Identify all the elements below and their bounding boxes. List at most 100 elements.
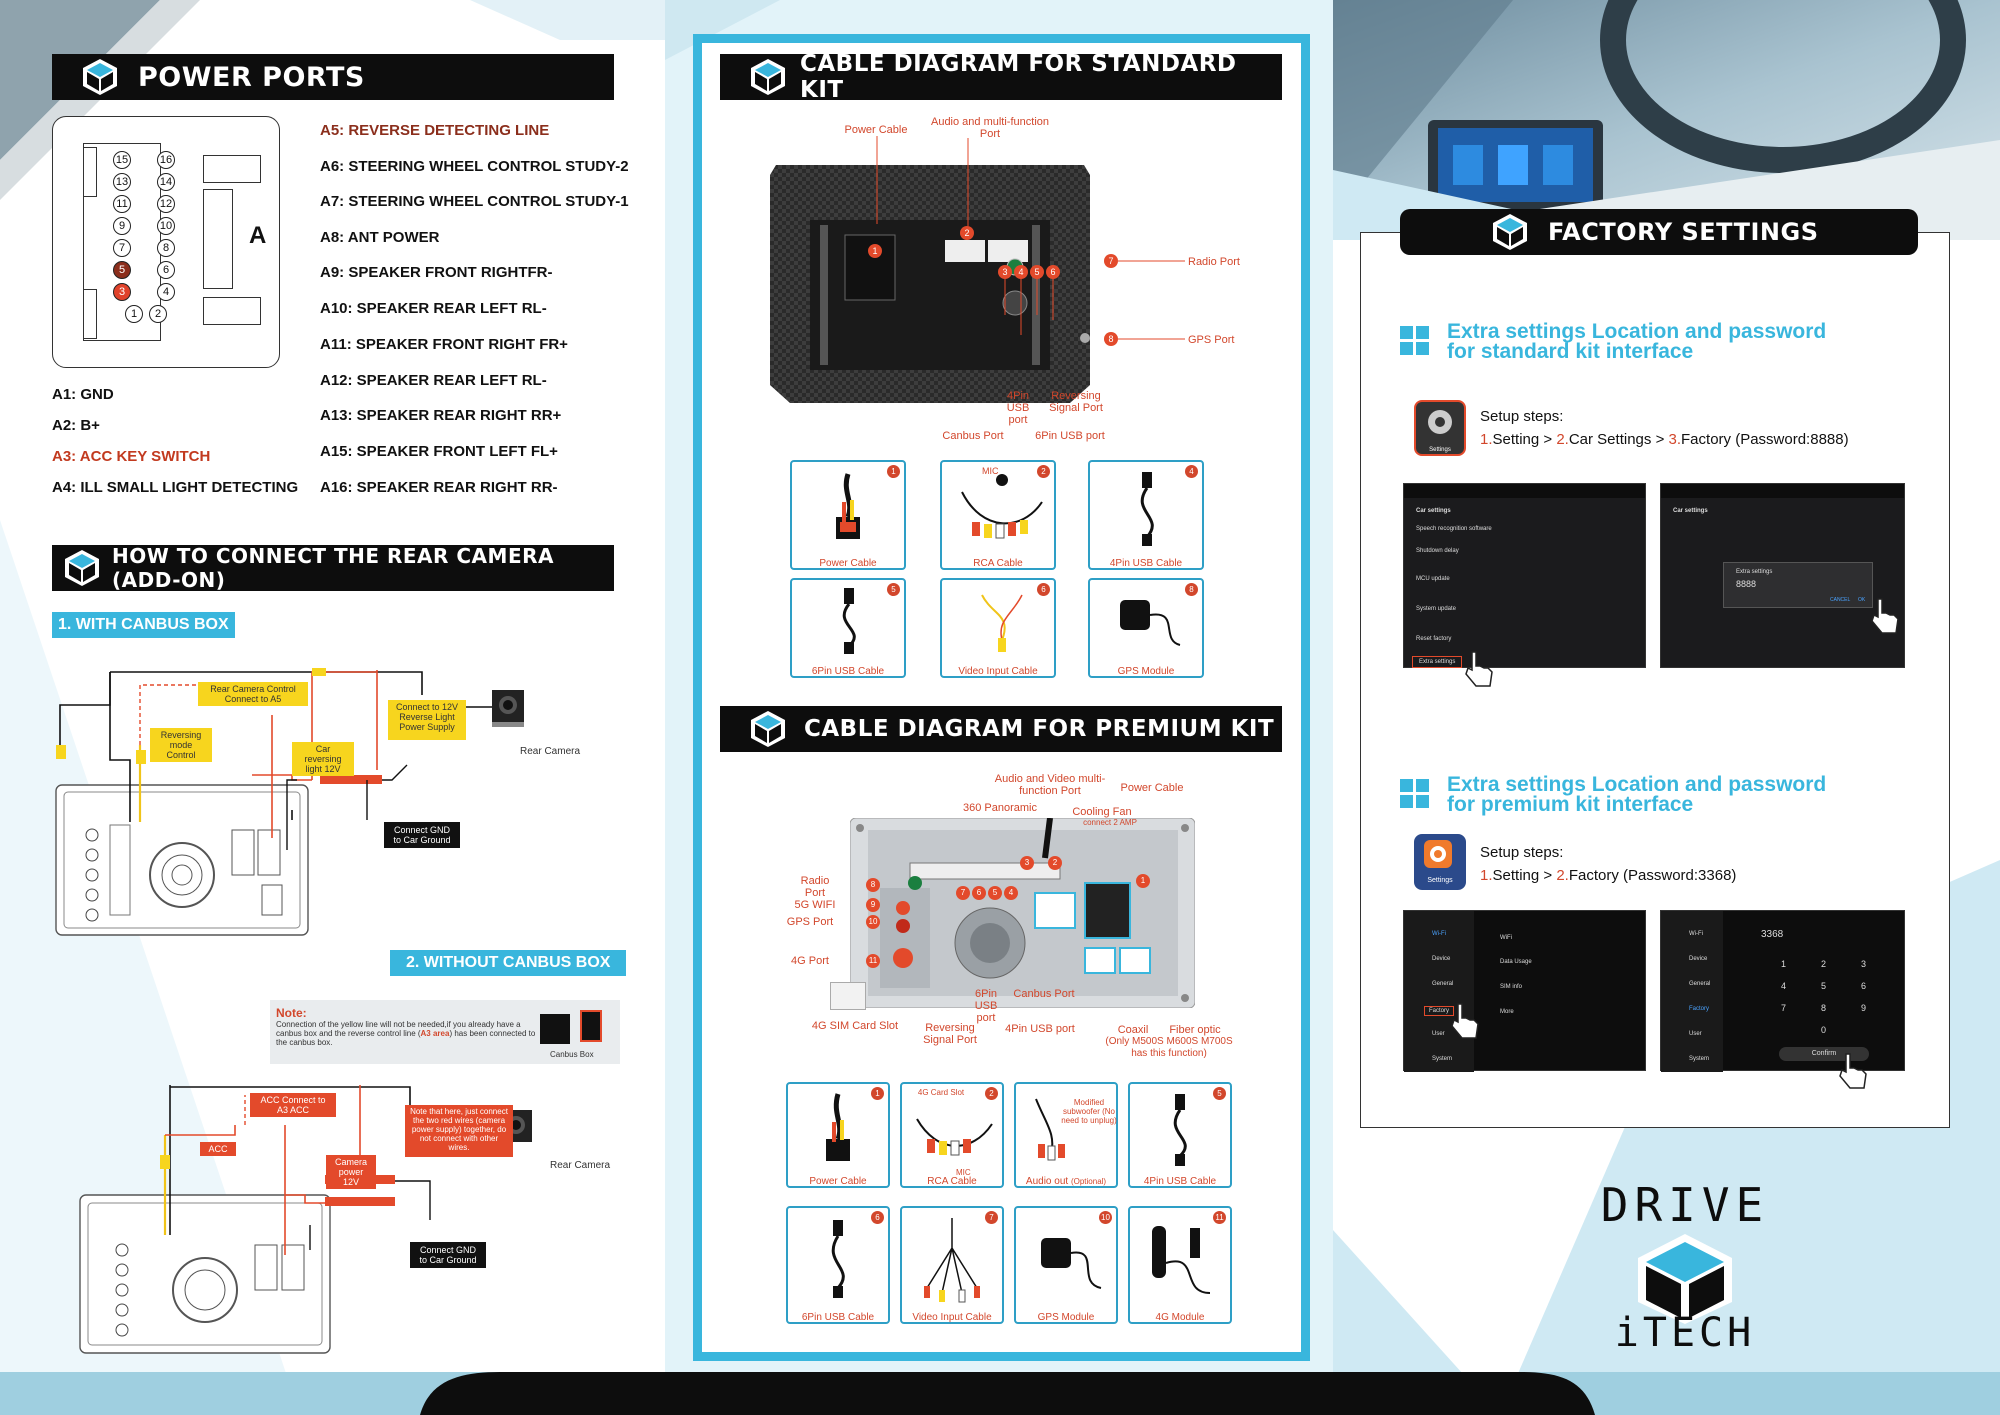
prem-marker-3: 3 (1020, 856, 1034, 870)
pin-a10: A10: SPEAKER REAR LEFT RL- (320, 300, 547, 317)
standard-kit-title: CABLE DIAGRAM FOR STANDARD KIT (800, 51, 1237, 103)
pin-a11: A11: SPEAKER FRONT RIGHT FR+ (320, 336, 568, 353)
d2-acc-note: ACC (200, 1142, 236, 1156)
d1-rc-control-note: Rear Camera Control Connect to A5 (198, 682, 308, 706)
power-cable-icon (826, 1093, 850, 1161)
pin-1: 1 (125, 305, 143, 323)
pin-a5: A5: REVERSE DETECTING LINE (320, 122, 550, 139)
prem-usb6-label: 6Pin USB port (974, 988, 998, 1024)
prem-coaxial-label: Coaxil (1117, 1024, 1149, 1036)
usb6-cable-icon (831, 1220, 845, 1298)
connector-label: A (249, 222, 267, 249)
std-power-cable-label: Power Cable (844, 124, 908, 136)
d1-connect-gnd-note: Connect GND to Car Ground (384, 822, 460, 848)
pin-a8: A8: ANT POWER (320, 229, 440, 246)
std-marker-5: 5 (1030, 265, 1044, 279)
pin-a2: A2: B+ (52, 417, 100, 434)
pin-a12: A12: SPEAKER REAR LEFT RL- (320, 372, 547, 389)
gear-icon (1424, 840, 1452, 868)
sim-slot-icon (830, 982, 866, 1010)
cube-logo-icon (1493, 214, 1527, 250)
d2-camera-power-note: Camera power 12V (326, 1155, 376, 1189)
std-marker-1: 1 (868, 244, 882, 258)
power-cable-icon (836, 473, 860, 539)
audio-out-cable-icon (1035, 1098, 1065, 1161)
prem-marker-5: 5 (988, 886, 1002, 900)
d2-connect-gnd-note: Connect GND to Car Ground (410, 1242, 486, 1268)
prem-usb4-label: 4Pin USB port (1005, 1023, 1075, 1035)
hand-pointer-icon (1451, 1003, 1479, 1039)
prem-audio-video-label: Audio and Video multi-function Port (994, 773, 1106, 797)
pin-a1: A1: GND (52, 386, 114, 403)
std-leader-lines (876, 136, 1185, 340)
cube-logo-icon (751, 711, 785, 747)
std-marker-7: 7 (1104, 254, 1118, 268)
std-canbus-label: Canbus Port (942, 430, 1004, 442)
standard-kit-header: CABLE DIAGRAM FOR STANDARD KIT (720, 51, 1282, 103)
rca-cable-icon (961, 474, 1043, 539)
standard-steps: Setup steps: 1.Setting > 2.Car Settings … (1480, 408, 1849, 448)
premium-head-unit (850, 818, 1195, 1008)
usb-cable-icon (1173, 1094, 1187, 1166)
d2-acc-connect-note: ACC Connect to A3 ACC (250, 1093, 336, 1117)
premium-steps: Setup steps: 1.Setting > 2.Factory (Pass… (1480, 844, 1737, 884)
prem-gps-port-label: GPS Port (786, 916, 834, 928)
prem-marker-1: 1 (1136, 874, 1150, 888)
prem-marker-8: 8 (866, 878, 880, 892)
d2-rear-camera-label: Rear Camera (550, 1160, 611, 1171)
canbus-note-box: Note: Connection of the yellow line will… (270, 1000, 620, 1064)
d1-connect-12v-note: Connect to 12V Reverse Light Power Suppl… (388, 700, 466, 740)
std-radio-port-label: Radio Port (1188, 256, 1240, 268)
prem-marker-11: 11 (866, 954, 880, 968)
brand-cube-logo-icon (1638, 1234, 1732, 1324)
gps-module-icon (1041, 1238, 1102, 1289)
pin-6: 6 (157, 261, 175, 279)
note-title: Note: (276, 1006, 307, 1020)
prem-4g-port-label: 4G Port (791, 955, 829, 967)
prem-marker-2: 2 (1048, 856, 1062, 870)
cube-logo-icon (751, 59, 785, 95)
prem-panoramic-label: 360 Panoramic (963, 802, 1037, 814)
prem-radio-port-label: Radio Port (800, 875, 830, 899)
rear-camera-diagram-1 (55, 668, 524, 936)
cube-logo-icon (83, 59, 117, 95)
prem-cooling-fan2-label: connect 2 AMP (1083, 818, 1137, 827)
gps-module-icon (1120, 600, 1181, 646)
gear-icon (1428, 410, 1452, 434)
pin-7: 7 (113, 239, 131, 257)
without-canbus-label: 2. WITHOUT CANBUS BOX (390, 950, 627, 976)
settings-app-icon: Settings (1414, 834, 1466, 890)
std-reversing-label: Reversing Signal Port (1049, 390, 1103, 414)
std-audio-video-label: Audio and multi-function Port (930, 116, 1049, 140)
rear-camera-diagram-2 (79, 1085, 532, 1354)
windows-grid-icon (1400, 326, 1429, 355)
pin-4: 4 (157, 283, 175, 301)
standard-head-unit (770, 165, 1090, 403)
prem-marker-6: 6 (972, 886, 986, 900)
d1-reversing-mode-note: Reversing mode Control (150, 728, 212, 762)
pin-a7: A7: STEERING WHEEL CONTROL STUDY-1 (320, 193, 629, 210)
screenshot-extra-settings: Car settings Extra settings 8888 CANCEL … (1660, 483, 1905, 668)
std-marker-8: 8 (1104, 332, 1118, 346)
pin-a6: A6: STEERING WHEEL CONTROL STUDY-2 (320, 158, 629, 175)
power-ports-title: POWER PORTS (138, 61, 365, 93)
d2-note-red: Note that here, just connect the two red… (405, 1105, 513, 1157)
pin-a15: A15: SPEAKER FRONT LEFT FL+ (320, 443, 558, 460)
hand-pointer-icon (1839, 1053, 1867, 1089)
pin-14: 14 (157, 173, 175, 191)
canbus-box-label: Canbus Box (550, 1050, 594, 1059)
rear-camera-header: HOW TO CONNECT THE REAR CAMERA (ADD-ON) (52, 544, 614, 592)
prem-sim-slot-label: 4G SIM Card Slot (811, 1020, 899, 1032)
std-marker-2: 2 (960, 226, 974, 240)
d1-rear-camera-label: Rear Camera (520, 746, 581, 757)
pin-10: 10 (157, 217, 175, 235)
